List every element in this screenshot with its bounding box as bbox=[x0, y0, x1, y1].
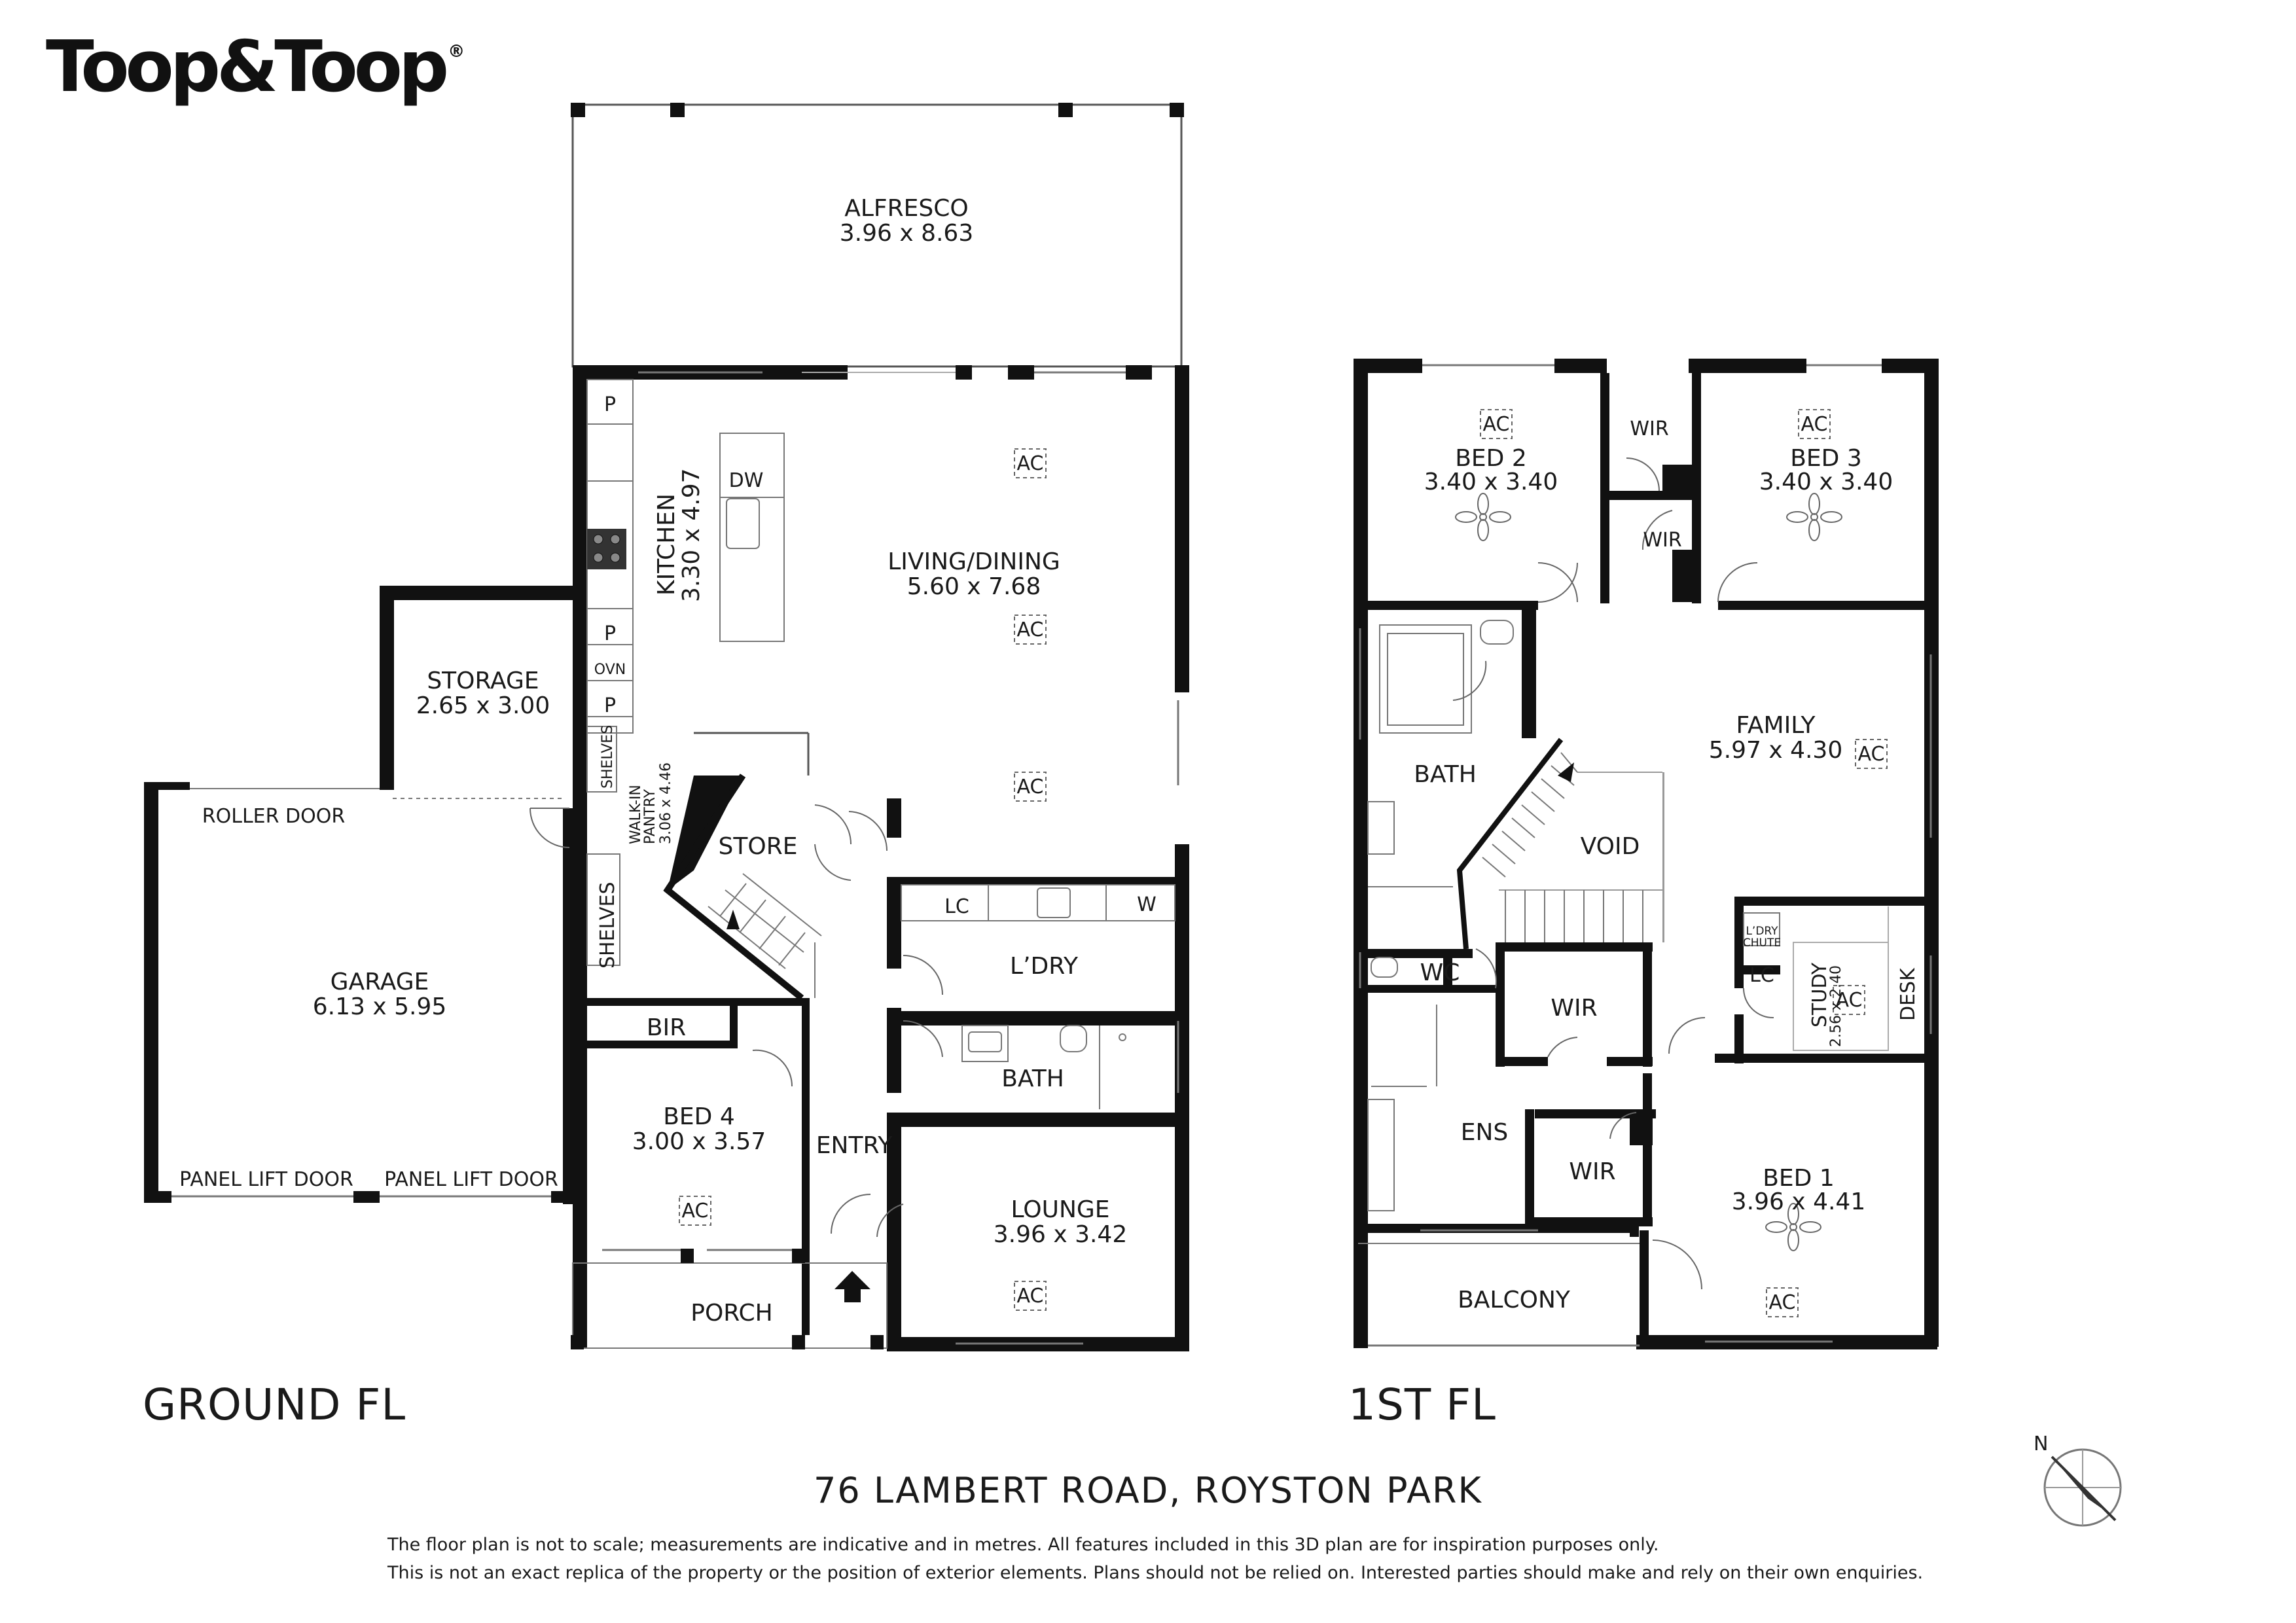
property-address: 76 LAMBERT ROAD, ROYSTON PARK bbox=[814, 1470, 1482, 1511]
void-label: VOID bbox=[1581, 833, 1640, 860]
pantry-dims: 3.06 x 4.46 bbox=[658, 762, 674, 844]
bed4-dims: 3.00 x 3.57 bbox=[632, 1128, 766, 1155]
roller-door-label: ROLLER DOOR bbox=[202, 805, 345, 828]
alfresco-outline bbox=[571, 103, 1183, 368]
bir-label: BIR bbox=[647, 1014, 686, 1041]
cooktop bbox=[587, 529, 626, 569]
bed4-label: BED 4 bbox=[663, 1103, 735, 1130]
pantry-shelves-label: SHELVES bbox=[600, 725, 616, 789]
pantry-shelves bbox=[586, 726, 617, 793]
shelves-label: SHELVES bbox=[596, 882, 619, 969]
balcony-label: BALCONY bbox=[1458, 1287, 1571, 1313]
bed2-label: BED 2 bbox=[1455, 445, 1527, 472]
pantry-label-1: WALK-IN bbox=[628, 785, 644, 844]
pantry-p2-label: P bbox=[604, 622, 616, 645]
disclaimer-line-1: The floor plan is not to scale; measurem… bbox=[387, 1535, 1659, 1555]
bed3-label: BED 3 bbox=[1790, 445, 1862, 472]
ground-walls bbox=[573, 365, 1189, 1351]
first-stair-wall bbox=[1456, 738, 1564, 950]
porch-outline bbox=[572, 1262, 888, 1349]
storage-dims: 2.65 x 3.00 bbox=[416, 692, 550, 719]
ens-label: ENS bbox=[1461, 1119, 1509, 1146]
toilet bbox=[1060, 1025, 1087, 1052]
ac-label: AC bbox=[1836, 989, 1863, 1012]
entry-arrow-icon bbox=[834, 1271, 870, 1302]
ground-bath-label: BATH bbox=[1001, 1065, 1064, 1092]
kitchen-sink bbox=[726, 498, 760, 549]
entry-label: ENTRY bbox=[816, 1132, 893, 1159]
ac-label: AC bbox=[1801, 413, 1828, 436]
pantry-p3-label: P bbox=[604, 694, 616, 717]
lounge-dims: 3.96 x 3.42 bbox=[994, 1221, 1128, 1248]
wc-label: WC bbox=[1420, 959, 1460, 986]
first-walls bbox=[1354, 359, 1939, 1349]
disclaimer-line-2: This is not an exact replica of the prop… bbox=[387, 1563, 1924, 1583]
ac-label: AC bbox=[1483, 413, 1510, 436]
dishwasher-label: DW bbox=[729, 469, 764, 492]
living-dims: 5.60 x 7.68 bbox=[907, 573, 1041, 600]
garage-label: GARAGE bbox=[331, 969, 429, 995]
living-label: LIVING/DINING bbox=[888, 548, 1060, 575]
oven-label: OVN bbox=[594, 662, 626, 678]
ac-label: AC bbox=[1858, 743, 1885, 766]
brand-logo: Toop&Toop® bbox=[46, 26, 465, 108]
compass-icon: N bbox=[2034, 1433, 2122, 1527]
first-floor-plan bbox=[1354, 359, 1939, 1349]
kitchen-dims: 3.30 x 4.97 bbox=[678, 468, 705, 602]
ac-label: AC bbox=[1017, 618, 1044, 641]
shelves-stack bbox=[586, 853, 620, 966]
vanity bbox=[961, 1025, 1009, 1062]
laundry-label: L’DRY bbox=[1010, 953, 1079, 980]
desk-label: DESK bbox=[1897, 967, 1920, 1021]
first-floor-label: 1ST FL bbox=[1348, 1380, 1496, 1430]
ac-label: AC bbox=[682, 1200, 709, 1222]
study-dims: 2.56 x 2.40 bbox=[1828, 965, 1844, 1047]
wir-top-label: WIR bbox=[1630, 418, 1668, 440]
lounge-label: LOUNGE bbox=[1011, 1196, 1109, 1223]
alfresco-dims: 3.96 x 8.63 bbox=[840, 220, 974, 247]
wir-mid-label: WIR bbox=[1643, 529, 1681, 552]
ac-label: AC bbox=[1017, 452, 1044, 475]
bed3-dims: 3.40 x 3.40 bbox=[1759, 469, 1893, 495]
bed1-label: BED 1 bbox=[1763, 1165, 1835, 1192]
study-label: STUDY bbox=[1808, 962, 1831, 1027]
compass-north-label: N bbox=[2034, 1433, 2048, 1455]
laundry-bench bbox=[901, 884, 1175, 921]
washer-label: W bbox=[1137, 893, 1157, 916]
kitchen-label: KITCHEN bbox=[653, 493, 680, 596]
ac-label: AC bbox=[1017, 1285, 1044, 1308]
family-dims: 5.97 x 4.30 bbox=[1709, 737, 1843, 764]
bed2-dims: 3.40 x 3.40 bbox=[1424, 469, 1558, 495]
laundry-sink bbox=[1037, 887, 1071, 918]
laundry-chute bbox=[1743, 912, 1780, 946]
ground-stair bbox=[708, 873, 822, 998]
garage-dims: 6.13 x 5.95 bbox=[313, 993, 447, 1020]
ground-floor-label: GROUND FL bbox=[143, 1380, 406, 1430]
store-label: STORE bbox=[719, 833, 798, 860]
wir-ens-label: WIR bbox=[1551, 995, 1597, 1022]
family-label: FAMILY bbox=[1736, 712, 1816, 739]
pantry-label-2: PANTRY bbox=[642, 789, 658, 844]
porch-label: PORCH bbox=[691, 1300, 772, 1327]
wir-bed1-label: WIR bbox=[1569, 1158, 1615, 1185]
garage-walls bbox=[144, 586, 577, 1204]
panel-lift-door-2-label: PANEL LIFT DOOR bbox=[384, 1168, 558, 1191]
pantry-p1-label: P bbox=[604, 393, 616, 416]
ground-linen-label: LC bbox=[944, 895, 969, 918]
bed1-dims: 3.96 x 4.41 bbox=[1732, 1188, 1866, 1215]
panel-lift-door-1-label: PANEL LIFT DOOR bbox=[179, 1168, 353, 1191]
bathtub bbox=[1379, 624, 1472, 734]
ac-label: AC bbox=[1769, 1291, 1796, 1314]
kitchen-island bbox=[719, 433, 785, 642]
first-bath-label: BATH bbox=[1414, 761, 1477, 788]
storage-label: STORAGE bbox=[427, 668, 539, 694]
first-linen-label: LC bbox=[1749, 964, 1774, 987]
laundry-chute-label-2: CHUTE bbox=[1743, 936, 1781, 950]
alfresco-label: ALFRESCO bbox=[844, 195, 968, 222]
ac-label: AC bbox=[1017, 776, 1044, 798]
laundry-chute-label-1: L’DRY bbox=[1746, 925, 1778, 938]
ground-floor-plan bbox=[144, 103, 1189, 1351]
